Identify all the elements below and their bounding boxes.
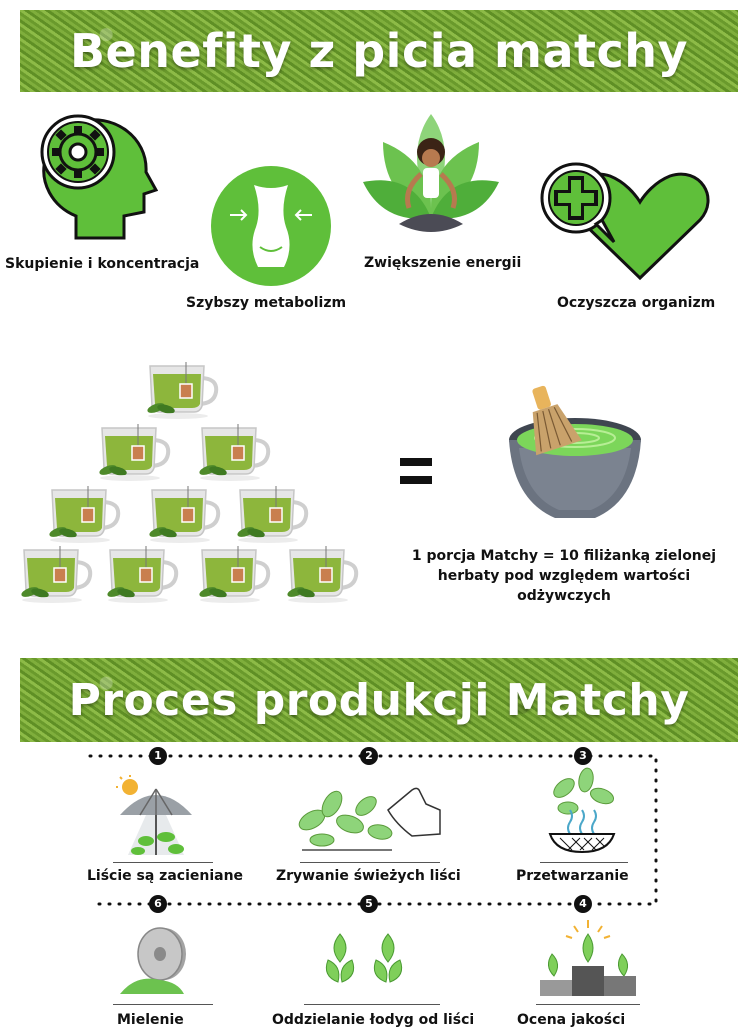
- process-banner: Proces produkcji Matchy: [20, 658, 738, 742]
- process-title: Proces produkcji Matchy: [68, 674, 690, 726]
- heart-cross-icon: [540, 162, 710, 281]
- tea-cup-icon: [287, 546, 359, 603]
- brain-gear-icon: [40, 114, 158, 240]
- comparison-caption: 1 porcja Matchy = 10 filiżanką zielonej …: [411, 548, 717, 604]
- step-number-5: 5: [360, 895, 378, 913]
- step-label-3: Przetwarzanie: [516, 868, 629, 884]
- tea-cup-icon: [99, 424, 171, 481]
- step-divider-6: [113, 1004, 213, 1005]
- step-divider-2: [300, 862, 440, 863]
- tea-cup-icon: [237, 486, 309, 543]
- tea-cup-icon: [107, 546, 179, 603]
- step-divider-3: [540, 862, 628, 863]
- benefits-banner: Benefity z picia matchy: [20, 10, 738, 92]
- waist-icon: [211, 166, 331, 286]
- benefit-label-energy: Zwiększenie energii: [364, 255, 522, 271]
- step-label-5: Oddzielanie łodyg od liści: [272, 1012, 475, 1028]
- step-number-2: 2: [360, 747, 378, 765]
- process-dotted-path: [88, 754, 658, 906]
- tea-cup-icon: [49, 486, 121, 543]
- tea-cup-icon: [149, 486, 221, 543]
- tea-cup-icon: [199, 546, 271, 603]
- tea-cup-icon: [199, 424, 271, 481]
- step-label-2: Zrywanie świeżych liści: [276, 868, 461, 884]
- shade-umbrella-icon: [116, 775, 192, 855]
- stone-mill-icon: [120, 927, 186, 994]
- hand-picking-icon: [298, 787, 441, 851]
- separated-leaves-icon: [325, 933, 403, 983]
- steaming-leaves-icon: [548, 767, 616, 854]
- tea-cup-icon: [147, 362, 219, 419]
- matcha-bowl-icon: [509, 385, 641, 518]
- benefit-label-metabolism: Szybszy metabolizm: [186, 295, 347, 311]
- step-number-6: 6: [149, 895, 167, 913]
- meditation-lotus-icon: [363, 114, 499, 232]
- benefit-label-focus: Skupienie i koncentracja: [5, 256, 200, 272]
- step-number-3: 3: [574, 747, 592, 765]
- step-label-6: Mielenie: [117, 1012, 184, 1028]
- step-label-4: Ocena jakości: [517, 1012, 626, 1028]
- benefit-label-cleanse: Oczyszcza organizm: [557, 295, 716, 311]
- step-divider-5: [304, 1004, 440, 1005]
- tea-cup-icon: [21, 546, 93, 603]
- step-number-1: 1: [149, 747, 167, 765]
- step-number-4: 4: [574, 895, 592, 913]
- step-divider-4: [536, 1004, 640, 1005]
- equals-sign: [400, 458, 432, 494]
- step-divider-1: [113, 862, 213, 863]
- step-label-1: Liście są zacieniane: [87, 868, 244, 884]
- quality-podium-icon: [540, 920, 636, 996]
- benefits-title: Benefity z picia matchy: [69, 24, 688, 78]
